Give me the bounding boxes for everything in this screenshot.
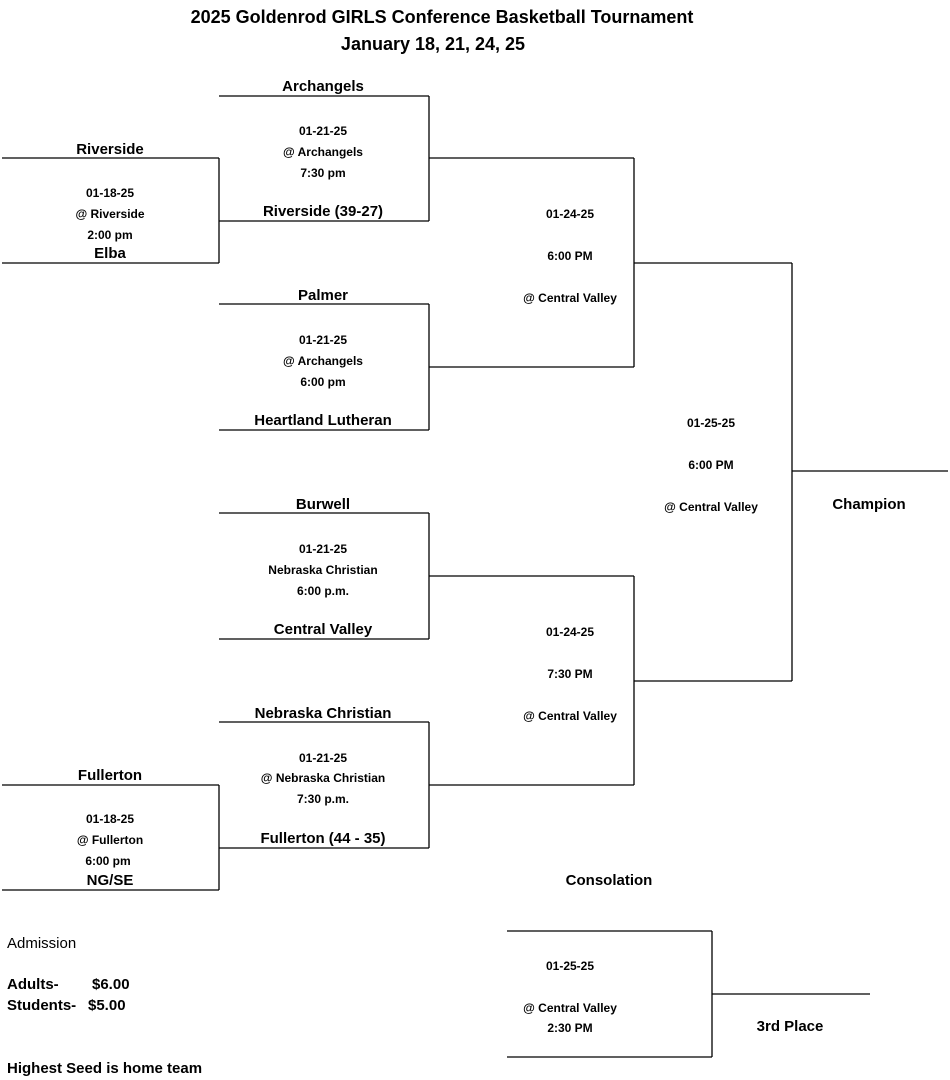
page-subtitle-dates: January 18, 21, 24, 25 [340, 34, 526, 54]
qf1-date: 01-21-25 [298, 124, 348, 138]
third-place-label: 3rd Place [756, 1018, 824, 1035]
r1-game2-date: 01-18-25 [85, 812, 135, 826]
qf3-top-team: Burwell [295, 496, 351, 513]
consolation-time: 2:30 PM [547, 1021, 593, 1035]
qf2-top-team: Palmer [297, 287, 349, 304]
r1-game1-top-team: Riverside [76, 141, 144, 158]
qf1-bottom-team: Riverside (39-27) [262, 203, 384, 220]
sf2-time: 7:30 PM [547, 667, 593, 681]
sf1-date: 01-24-25 [545, 207, 595, 221]
r1-game1-site: @ Riverside [75, 207, 145, 221]
qf4-time: 7:30 p.m. [296, 792, 350, 806]
final-date: 01-25-25 [686, 416, 736, 430]
qf1-site: @ Archangels [283, 145, 363, 159]
final-site: @ Central Valley [664, 500, 758, 514]
r1-game2-time: 6:00 pm [85, 854, 131, 868]
final-time: 6:00 PM [688, 458, 734, 472]
page-title: 2025 Goldenrod GIRLS Conference Basketba… [190, 7, 694, 27]
sf2-date: 01-24-25 [545, 625, 595, 639]
qf2-site: @ Archangels [283, 354, 363, 368]
r1-game2-top-team: Fullerton [77, 767, 143, 784]
consolation-date: 01-25-25 [545, 959, 595, 973]
adults-price: $6.00 [92, 976, 130, 993]
r1-game2-site: @ Fullerton [76, 833, 144, 847]
qf3-bottom-team: Central Valley [273, 621, 373, 638]
admission-heading: Admission [7, 935, 77, 952]
qf4-site: @ Nebraska Christian [260, 771, 386, 785]
r1-game1-date: 01-18-25 [85, 186, 135, 200]
qf4-bottom-team: Fullerton (44 - 35) [260, 830, 386, 847]
r1-game2-bottom-team: NG/SE [86, 872, 134, 889]
qf3-time: 6:00 p.m. [296, 584, 350, 598]
champion-label: Champion [832, 496, 906, 513]
students-label: Students- [7, 997, 77, 1014]
consolation-heading: Consolation [565, 872, 653, 889]
qf4-top-team: Nebraska Christian [254, 705, 392, 722]
qf2-date: 01-21-25 [298, 333, 348, 347]
r1-game1-bottom-team: Elba [94, 245, 126, 262]
sf2-site: @ Central Valley [523, 709, 617, 723]
consolation-site: @ Central Valley [523, 1001, 617, 1015]
students-price: $5.00 [88, 997, 126, 1014]
sf1-time: 6:00 PM [547, 249, 593, 263]
adults-label: Adults- [7, 976, 59, 993]
qf1-top-team: Archangels [282, 78, 364, 95]
qf4-date: 01-21-25 [298, 751, 348, 765]
r1-game1-time: 2:00 pm [87, 228, 133, 242]
qf2-bottom-team: Heartland Lutheran [254, 412, 392, 429]
qf2-time: 6:00 pm [300, 375, 346, 389]
sf1-site: @ Central Valley [523, 291, 617, 305]
qf3-site: Nebraska Christian [268, 563, 378, 577]
home-team-note: Highest Seed is home team [7, 1060, 203, 1077]
qf1-time: 7:30 pm [300, 166, 346, 180]
qf3-date: 01-21-25 [298, 542, 348, 556]
